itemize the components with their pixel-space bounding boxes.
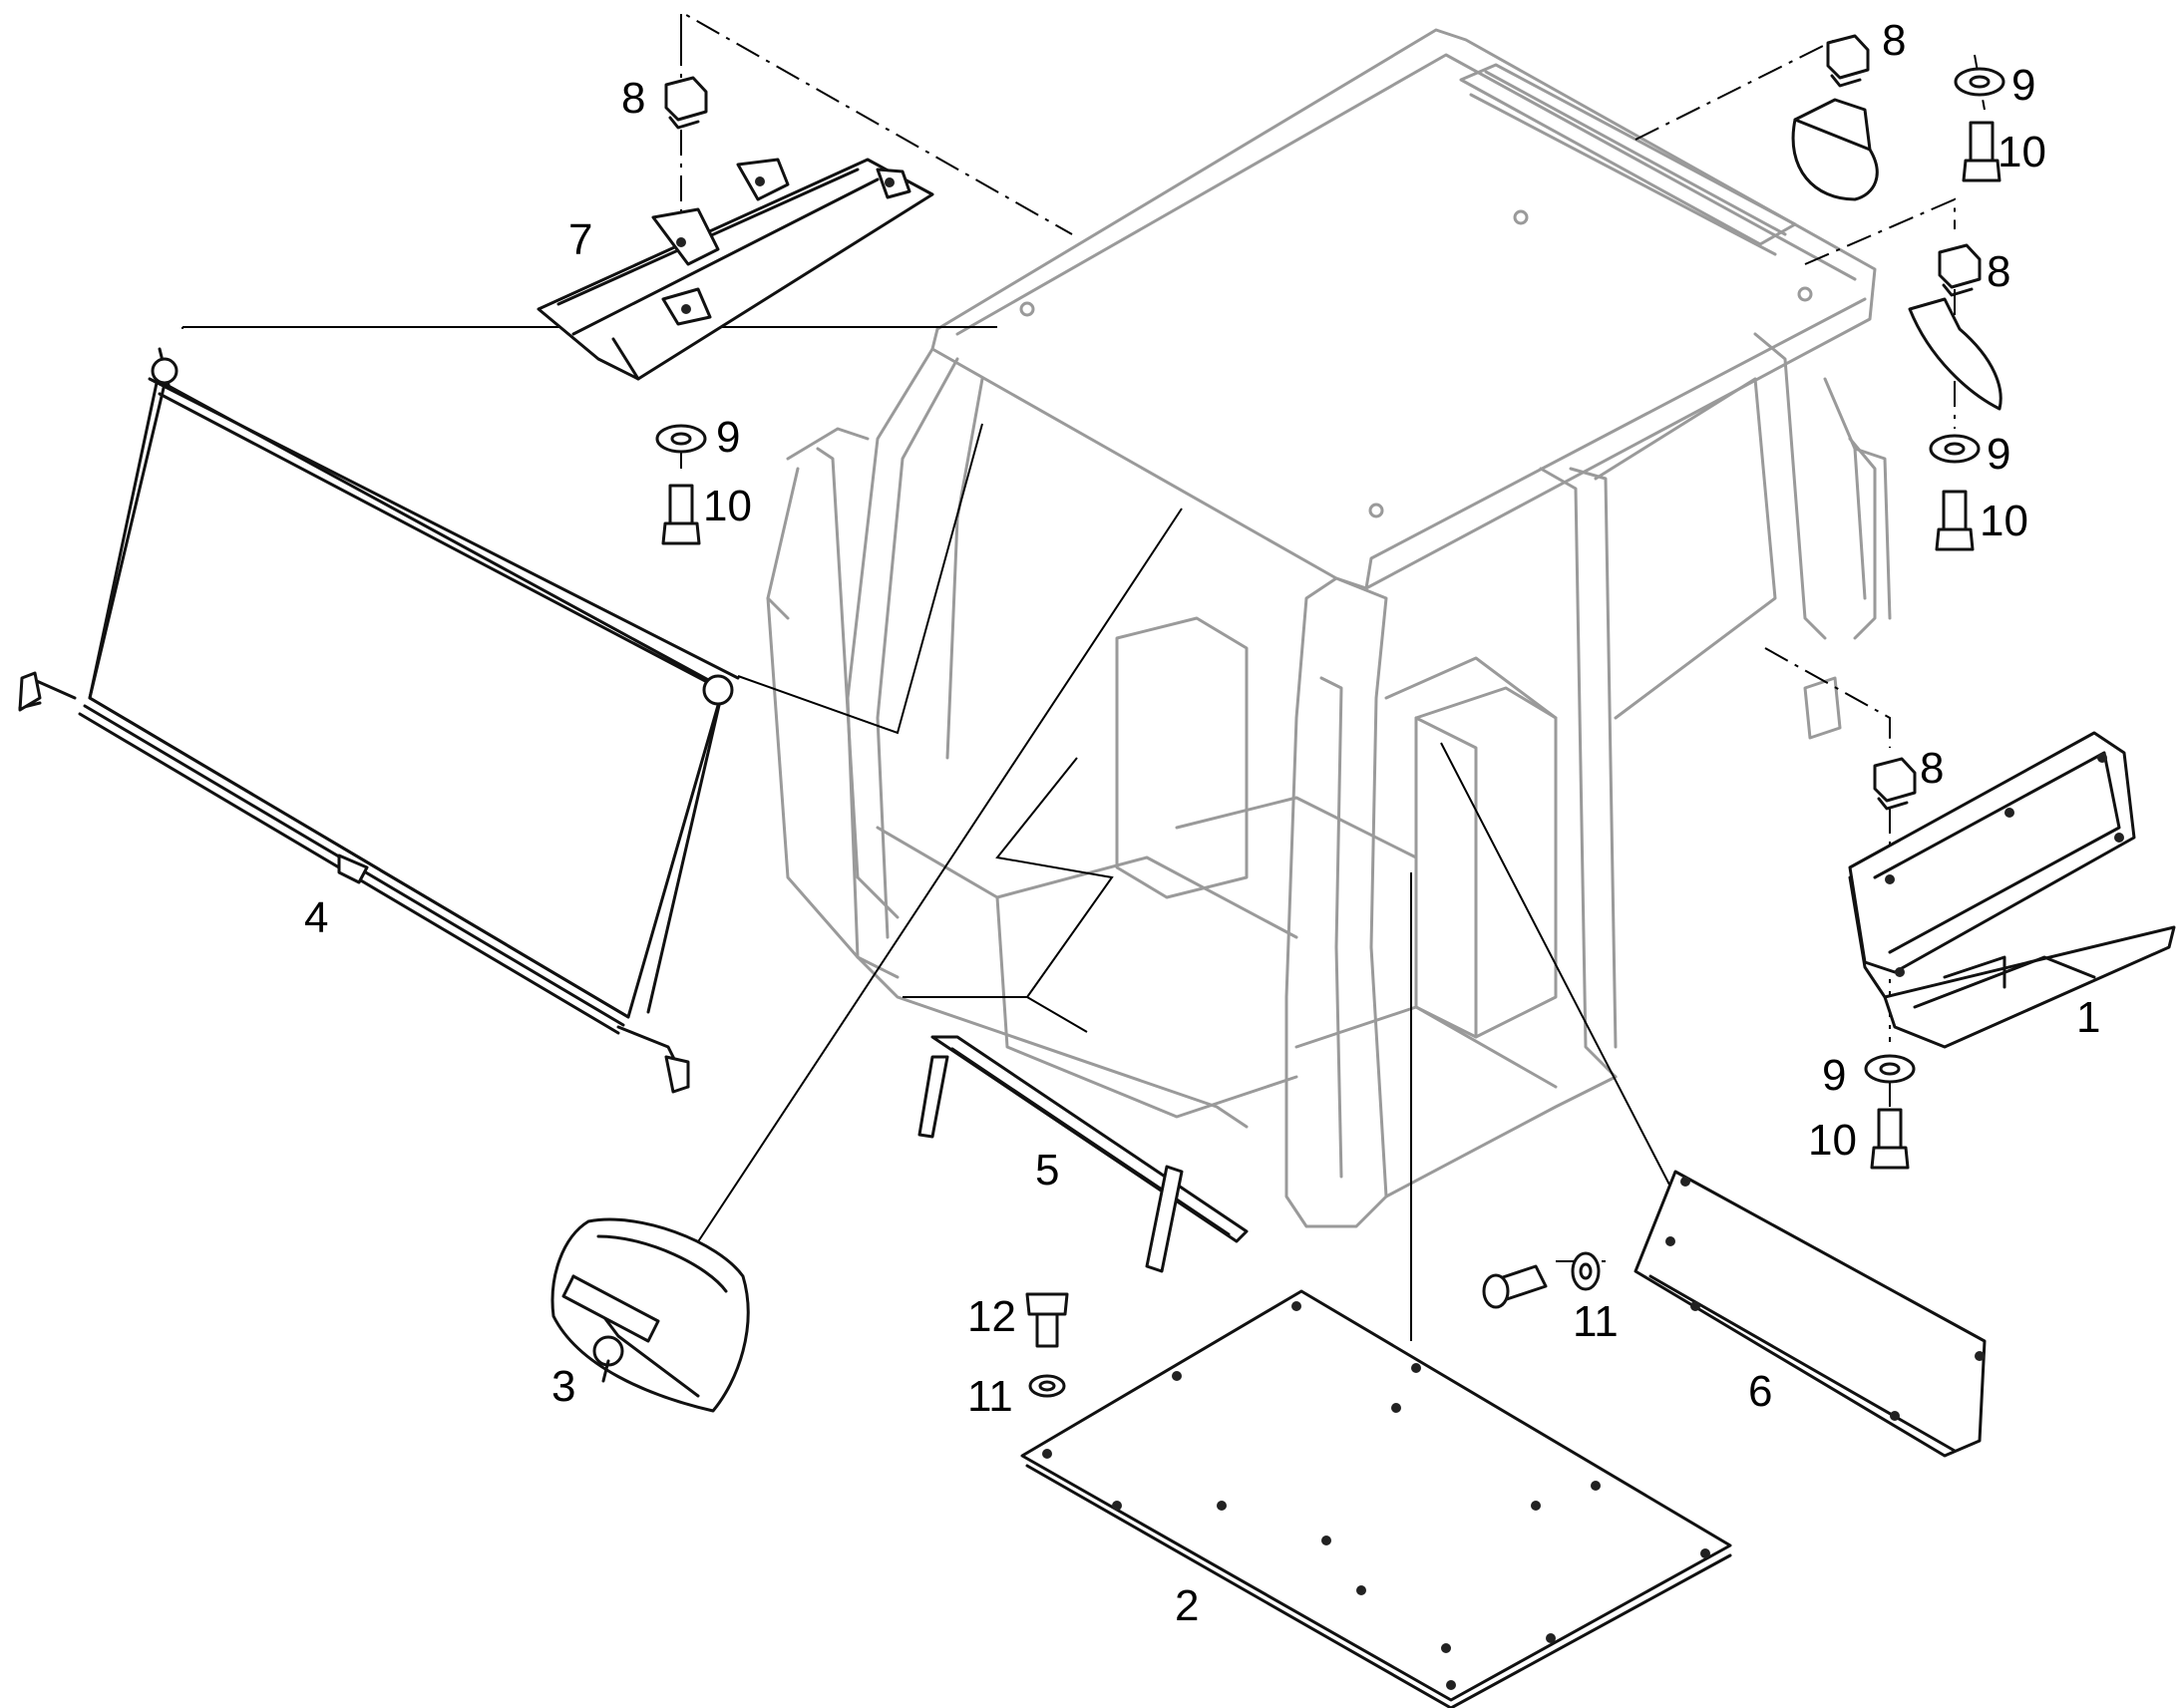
callout-10b: 10 [1998,128,2046,176]
bolt-10c [1935,490,1975,551]
callout-8d: 8 [1920,744,1944,793]
callout-8a: 8 [621,74,645,123]
washer-9b [1954,67,2005,97]
cab-body [766,28,1892,1228]
leader-lines [182,326,1671,1341]
callout-3: 3 [551,1362,575,1411]
callout-11a: 11 [1573,1297,1619,1346]
bolt-10d [1870,1108,1910,1170]
part-3-mirror [550,1217,750,1413]
callout-8b: 8 [1882,16,1906,65]
washer-9c [1929,434,1981,464]
cage-nut-8d [1873,757,1917,811]
part-4-roller-blind [18,347,740,1094]
callout-9d: 9 [1822,1051,1846,1100]
callout-10c: 10 [1980,497,2028,545]
callout-7: 7 [568,215,592,264]
cage-nut-8b [1826,34,1870,88]
callout-10d: 10 [1808,1116,1857,1165]
part-5-visor [917,1035,1249,1273]
mount-bracket-upper-right [1791,98,1879,201]
part-7-roof-bracket [537,158,934,381]
callout-8c: 8 [1987,247,2010,296]
bolt-10b [1962,121,2001,182]
bolt-12 [1025,1292,1069,1348]
mount-bracket-mid-right [1908,297,2002,411]
socket-screw [1482,1264,1548,1309]
callout-10a: 10 [703,482,752,530]
callout-6: 6 [1748,1367,1772,1416]
cage-nut-8c [1938,243,1982,297]
part-1-bracket [1848,731,2176,1049]
callout-9a: 9 [716,413,740,462]
callout-1: 1 [2076,993,2100,1042]
washer-9d [1864,1054,1916,1084]
callout-12: 12 [967,1292,1016,1341]
part-6-side-plate [1634,1170,1987,1458]
washer-9a [655,424,707,454]
callout-2: 2 [1175,1581,1199,1630]
roof-vent-grille [1459,63,1797,256]
callout-5: 5 [1035,1146,1059,1195]
callout-labels: 1 2 3 4 5 6 7 8 8 8 8 9 9 9 9 10 10 10 1… [304,16,2100,1630]
callout-11b: 11 [967,1372,1013,1421]
callout-9b: 9 [2011,61,2035,110]
part-2-floor-plate [1020,1289,1732,1708]
callout-4: 4 [304,893,328,942]
washer-11a [1571,1251,1601,1291]
cage-nut-8a [664,76,708,130]
washer-11b [1028,1374,1066,1398]
callout-9c: 9 [1987,430,2010,479]
bolt-10a [661,484,701,545]
